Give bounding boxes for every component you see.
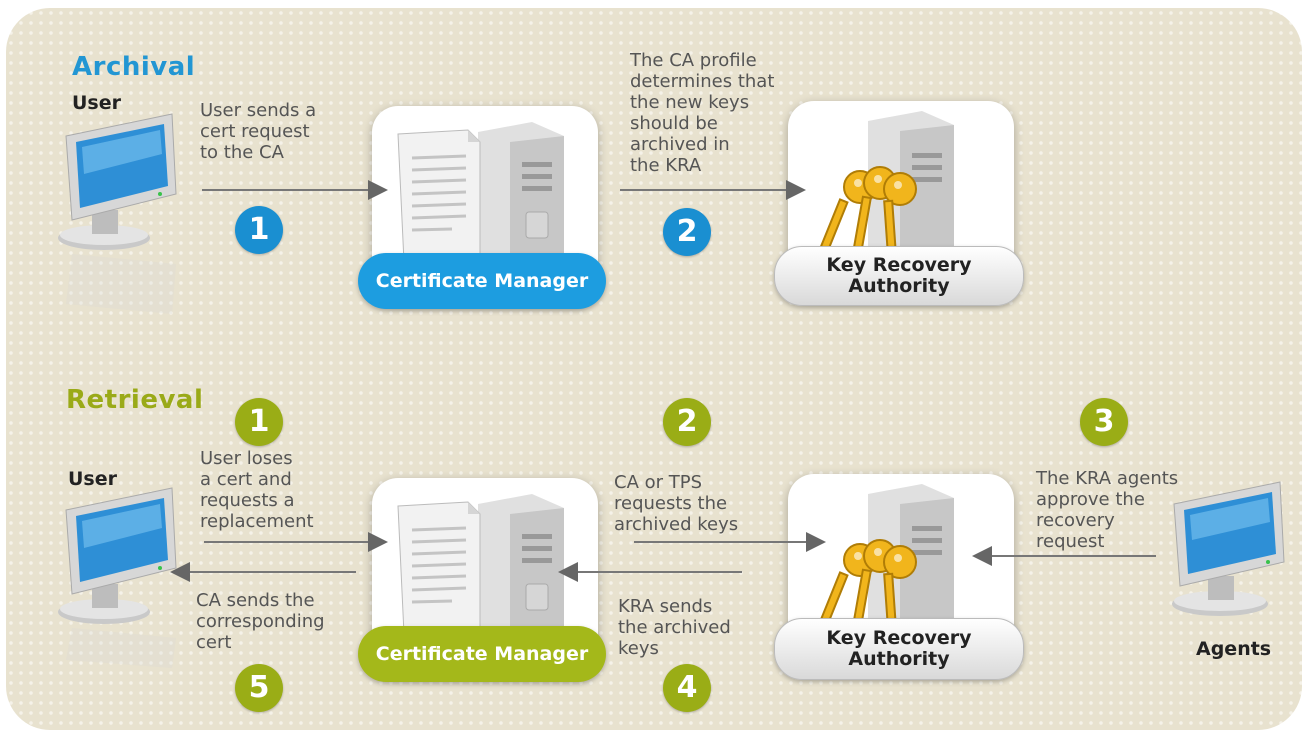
retrieval-step2-badge: 2 [663,398,711,446]
retrieval-step4-text: KRA sends the archived keys [618,596,731,659]
retrieval-user-label: User [68,468,117,490]
archival-step1-badge: 1 [235,206,283,254]
diagram-panel: Archival User User sends a cert request … [6,8,1302,730]
retrieval-step1-text: User loses a cert and requests a replace… [200,448,314,532]
retrieval-cm-label: Certificate Manager [358,626,606,682]
retrieval-kra-label: Key Recovery Authority [774,618,1024,680]
archival-cm-label: Certificate Manager [358,253,606,309]
archival-title: Archival [72,52,196,82]
server-keys-icon [819,484,954,642]
retrieval-agents-label: Agents [1196,638,1272,660]
archival-step1-text: User sends a cert request to the CA [200,100,317,163]
server-document-icon [397,122,564,272]
retrieval-step1-badge: 1 [235,398,283,446]
archival-kra-label: Key Recovery Authority [774,246,1024,306]
arrows-layer [170,180,1156,582]
retrieval-step5-text: CA sends the corresponding cert [196,590,325,653]
archival-step2-text: The CA profile determines that the new k… [630,50,775,176]
retrieval-step2-text: CA or TPS requests the archived keys [614,472,739,535]
retrieval-step5-badge: 5 [235,664,283,712]
retrieval-cm-card [372,478,598,674]
archival-step2-badge: 2 [663,208,711,256]
retrieval-title: Retrieval [66,385,204,415]
retrieval-step3-badge: 3 [1080,398,1128,446]
monitor-icon [58,487,177,668]
archival-user-label: User [72,92,121,114]
monitor-icon [58,113,177,314]
server-document-icon [397,494,564,644]
monitor-icon [1172,481,1285,616]
retrieval-step4-badge: 4 [663,664,711,712]
retrieval-step3-text: The KRA agents approve the recovery requ… [1036,468,1179,552]
server-keys-icon [819,111,954,269]
